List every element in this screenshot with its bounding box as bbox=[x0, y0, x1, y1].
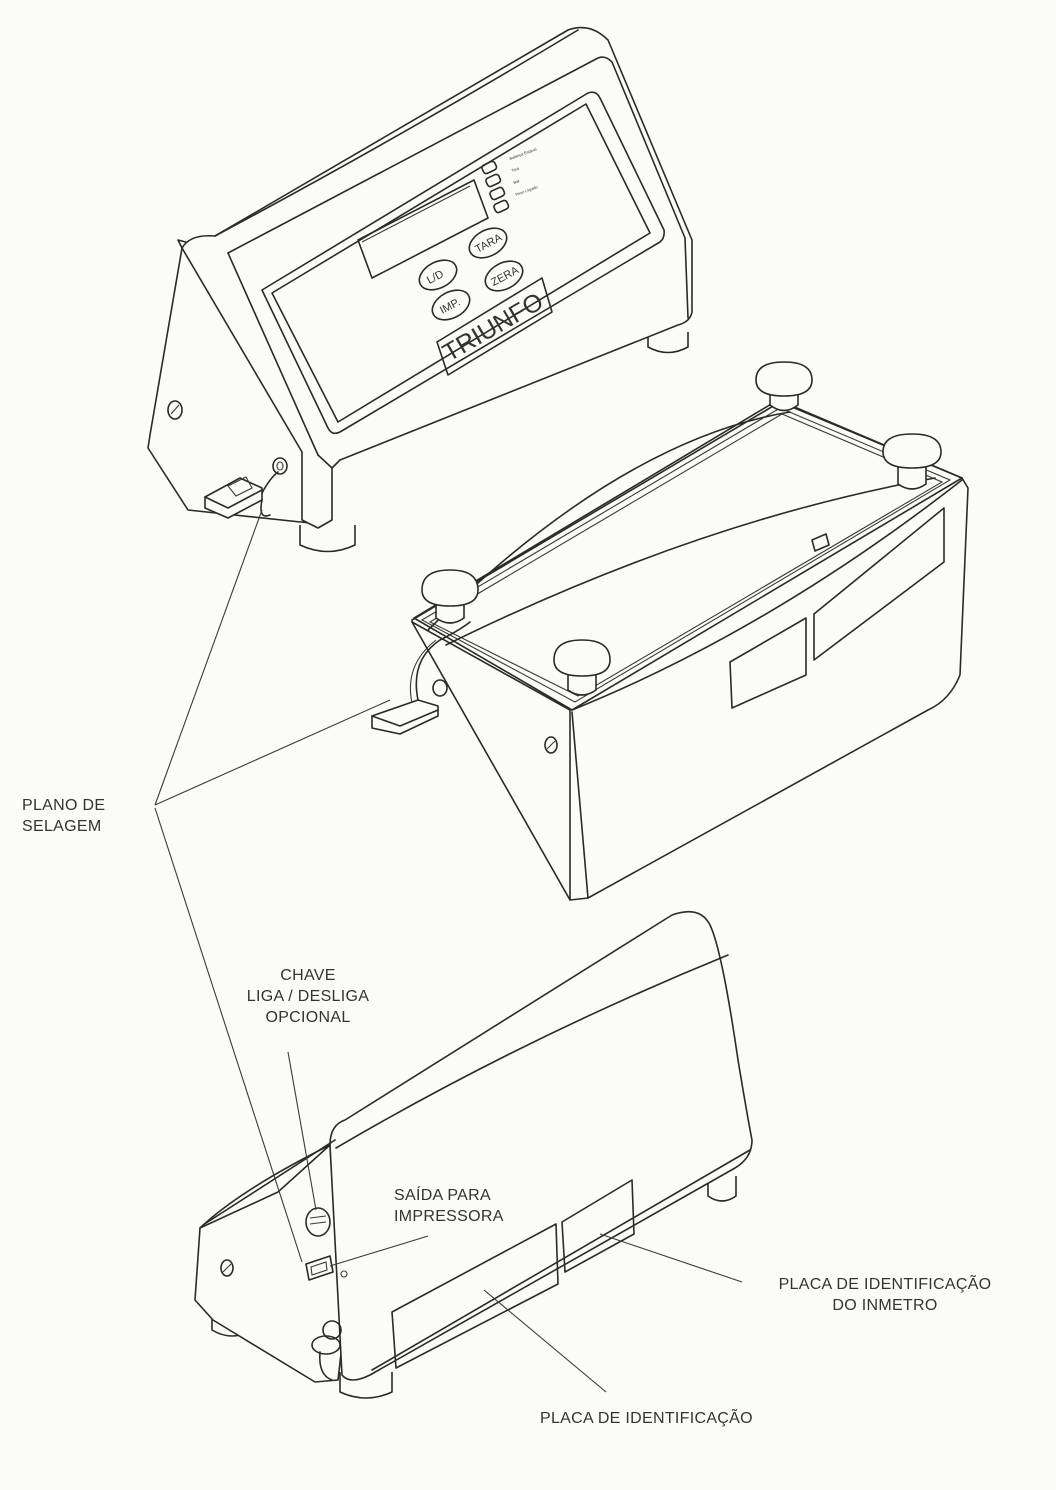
rear-body bbox=[329, 910, 753, 1381]
scale-rear-view bbox=[194, 910, 753, 1399]
housing-top-edge bbox=[214, 29, 579, 237]
seal-connector bbox=[204, 457, 288, 519]
power-switch-label: CHAVE LIGA / DESLIGA OPCIONAL bbox=[246, 967, 370, 1026]
weight-display bbox=[357, 179, 489, 279]
rear-seal-icon bbox=[311, 1320, 342, 1381]
scale-bottom-view bbox=[371, 361, 969, 901]
side-bolt-icon bbox=[220, 1259, 234, 1277]
bottom-plate-a bbox=[729, 617, 807, 709]
bottom-housing bbox=[411, 401, 969, 901]
printer-output-label: SAÍDA PARA IMPRESSORA bbox=[394, 1187, 504, 1225]
panel-frame-outer bbox=[227, 56, 686, 254]
indicator-label: Bat bbox=[513, 178, 521, 185]
printer-port-icon bbox=[305, 1255, 348, 1281]
bottom-plate-b bbox=[813, 507, 945, 661]
base-plate bbox=[413, 399, 963, 711]
id-plate-label: PLACA DE IDENTIFICAÇÃO bbox=[540, 1410, 753, 1427]
leader-lines bbox=[154, 509, 743, 1393]
inmetro-plate-label: PLACA DE IDENTIFICAÇÃO DO INMETRO bbox=[778, 1276, 992, 1314]
side-bolt-icon bbox=[544, 736, 558, 754]
side-bolt-icon bbox=[167, 400, 183, 420]
scale-front-view: Balança Estável Tara Bat Peso Líquido L/… bbox=[147, 26, 693, 553]
sealing-plane-label: PLANO DE SELAGEM bbox=[22, 797, 106, 835]
id-plate-frame bbox=[391, 1223, 559, 1369]
rear-side-panel bbox=[194, 1144, 343, 1383]
indicator-label: Tara bbox=[511, 165, 521, 173]
vent-slot bbox=[811, 533, 830, 552]
rubber-feet bbox=[421, 361, 942, 696]
seal-connector bbox=[371, 621, 471, 735]
power-switch-icon bbox=[305, 1207, 331, 1237]
inmetro-plate-frame bbox=[561, 1179, 635, 1273]
housing-body bbox=[181, 26, 693, 529]
front-panel-window bbox=[261, 91, 665, 435]
